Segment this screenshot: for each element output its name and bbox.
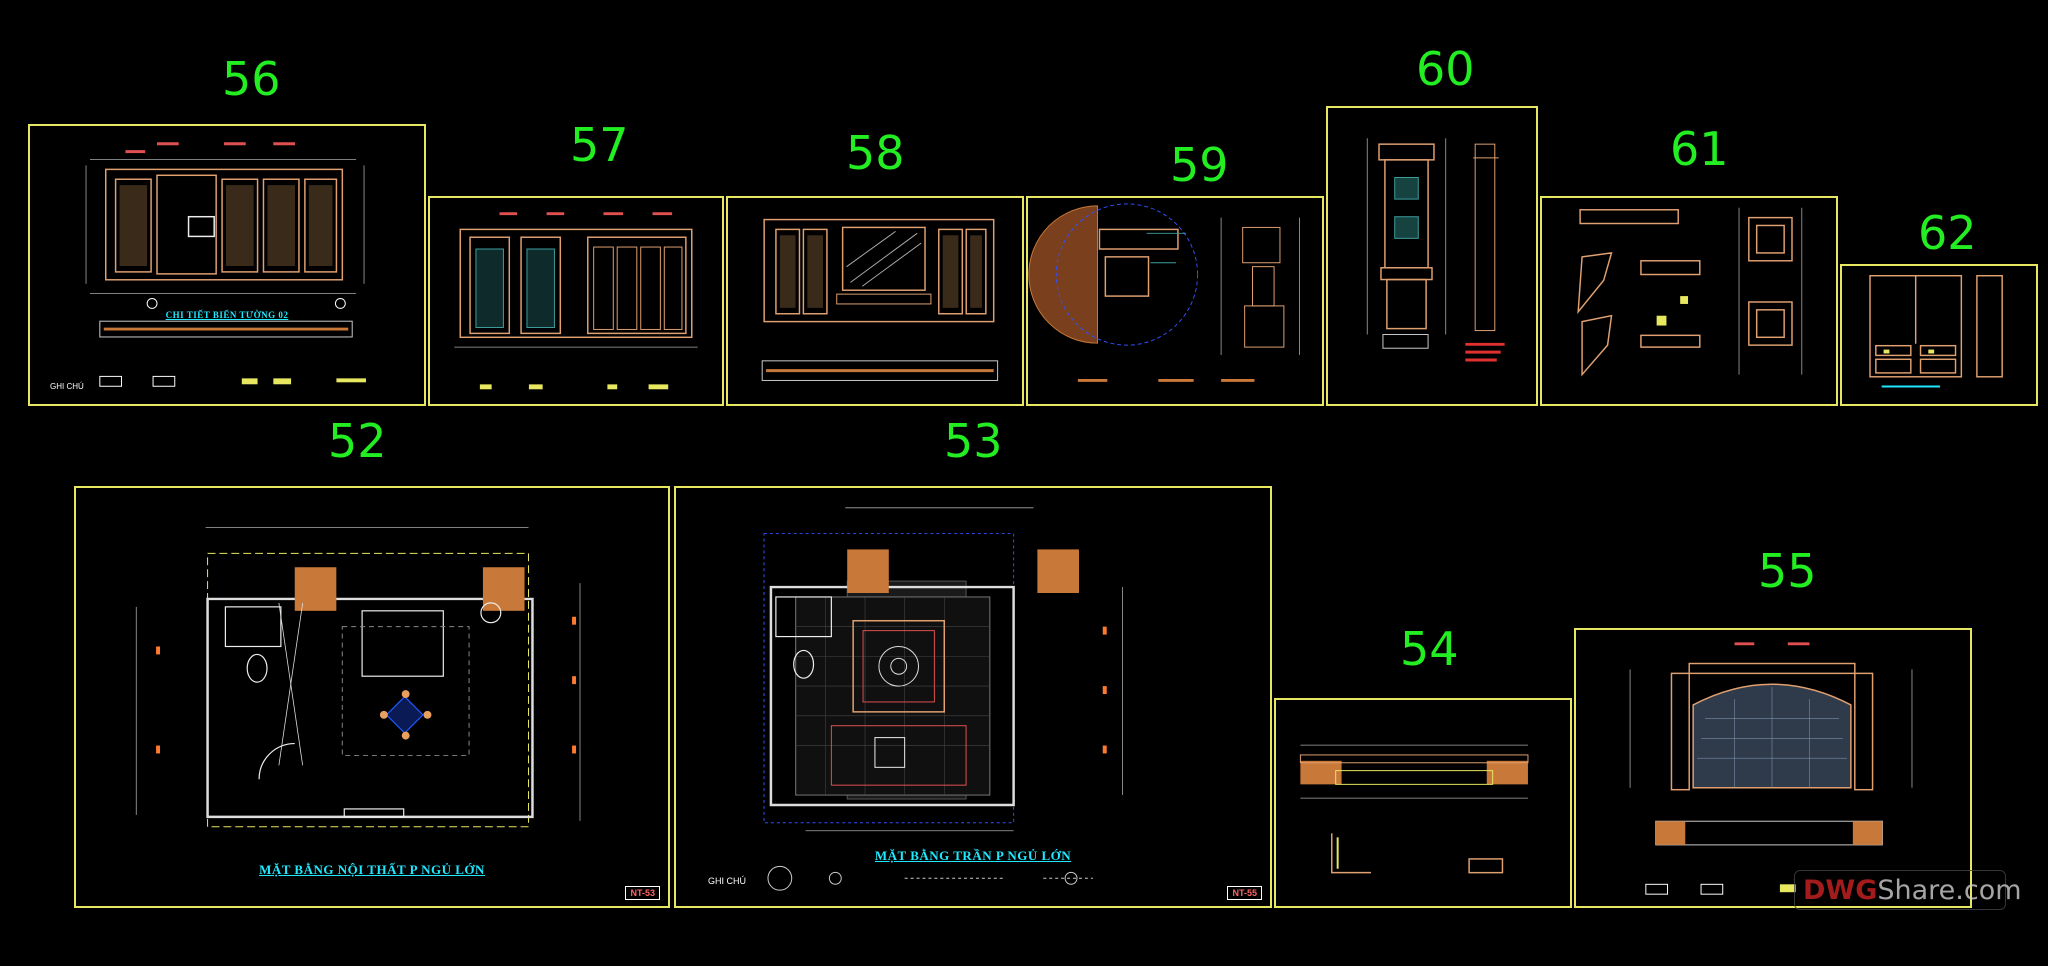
sheet-56-legend-label: GHI CHÚ bbox=[50, 382, 84, 391]
sheet-56[interactable]: CHI TIẾT BIỂN TƯỜNG 02 GHI CHÚ bbox=[28, 124, 426, 406]
sheet-61-drawing bbox=[1577, 207, 1803, 377]
watermark-prefix: DWG bbox=[1803, 875, 1878, 906]
sheet-number-61: 61 bbox=[1670, 122, 1729, 176]
sheet-59[interactable] bbox=[1026, 196, 1324, 406]
sheet-58[interactable] bbox=[726, 196, 1024, 406]
sheet-56-drawing bbox=[85, 142, 366, 387]
sheet-52-code: NT-53 bbox=[625, 886, 660, 900]
sheet-number-52: 52 bbox=[328, 414, 387, 468]
sheet-58-drawing bbox=[761, 218, 999, 381]
sheet-53-title: MẶT BẰNG TRẦN P NGỦ LỚN bbox=[874, 848, 1072, 863]
sheet-59-drawing bbox=[1028, 203, 1300, 382]
sheet-number-59: 59 bbox=[1170, 138, 1229, 192]
sheet-number-60: 60 bbox=[1416, 42, 1475, 96]
sheet-number-62: 62 bbox=[1918, 206, 1977, 260]
sheet-52-drawing bbox=[135, 527, 581, 828]
sheet-53[interactable]: MẶT BẰNG TRẦN P NGỦ LỚN GHI CHÚ NT-55 bbox=[674, 486, 1272, 908]
sheet-62-drawing bbox=[1869, 274, 2003, 388]
sheet-54-drawing bbox=[1299, 744, 1529, 874]
sheet-52-title: MẶT BẰNG NỘI THẤT P NGỦ LỚN bbox=[259, 862, 485, 877]
sheet-number-58: 58 bbox=[846, 126, 905, 180]
sheet-55[interactable] bbox=[1574, 628, 1972, 908]
sheet-52[interactable]: MẶT BẰNG NỘI THẤT P NGỦ LỚN NT-53 bbox=[74, 486, 670, 908]
sheet-number-54: 54 bbox=[1400, 622, 1459, 676]
sheet-53-code: NT-55 bbox=[1227, 886, 1262, 900]
sheet-54[interactable] bbox=[1274, 698, 1572, 908]
sheet-number-57: 57 bbox=[570, 118, 629, 172]
sheet-57-drawing bbox=[454, 212, 698, 390]
sheet-56-title: CHI TIẾT BIỂN TƯỜNG 02 bbox=[165, 310, 289, 320]
sheet-number-56: 56 bbox=[222, 52, 281, 106]
sheet-60[interactable] bbox=[1326, 106, 1538, 406]
sheet-number-55: 55 bbox=[1758, 544, 1817, 598]
sheet-62[interactable] bbox=[1840, 264, 2038, 406]
sheet-60-drawing bbox=[1366, 138, 1505, 362]
sheet-number-53: 53 bbox=[944, 414, 1003, 468]
sheet-53-drawing bbox=[763, 507, 1123, 891]
watermark-logo: DWGShare.com bbox=[1794, 870, 2022, 910]
sheet-57[interactable] bbox=[428, 196, 724, 406]
watermark-suffix: Share.com bbox=[1877, 875, 2022, 906]
sheet-61[interactable] bbox=[1540, 196, 1838, 406]
sheet-53-legend-label: GHI CHÚ bbox=[708, 876, 746, 886]
sheet-55-drawing bbox=[1629, 642, 1913, 895]
